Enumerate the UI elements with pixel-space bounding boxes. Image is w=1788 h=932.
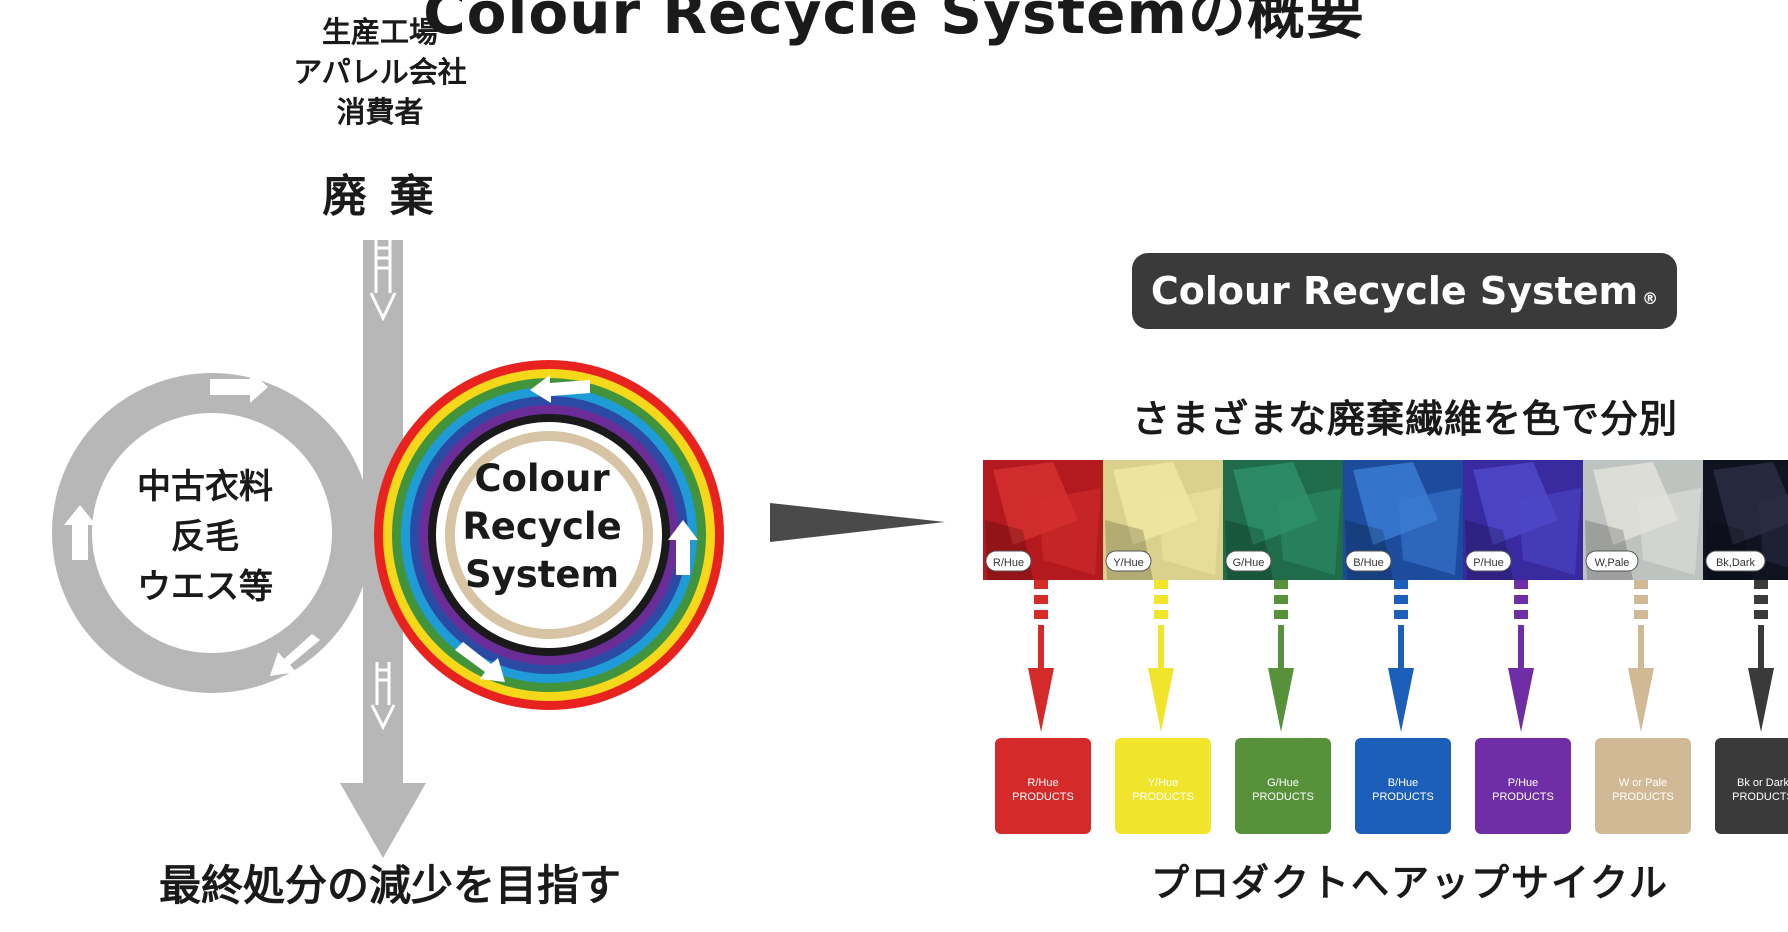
product-label: PRODUCTS: [1252, 791, 1314, 803]
product-label: G/Hue: [1267, 777, 1299, 789]
product-box: [1475, 738, 1571, 834]
registered-mark: ®: [1642, 288, 1659, 308]
swatch-tag: [985, 550, 1032, 572]
entry-marker: [369, 240, 397, 322]
sorting-subheading: さまざまな廃棄繊維を色で分別: [1131, 397, 1678, 441]
waste-sources: 生産工場 アパレル会社 消費者: [270, 12, 490, 132]
source-factory: 生産工場: [321, 15, 438, 49]
right-bottom-caption: プロダクトへアップサイクル: [1150, 861, 1670, 905]
product-box: [1715, 738, 1788, 834]
swatch-tag: [1225, 550, 1272, 572]
used-label-line-1: 中古衣料: [137, 467, 273, 507]
sort-arrow: [1388, 580, 1414, 732]
sort-arrow: [1748, 580, 1774, 732]
brand-badge: Colour Recycle System®: [1132, 253, 1677, 329]
crs-loop-arrows: [455, 375, 698, 682]
brand-name: Colour Recycle System: [1150, 269, 1639, 313]
exit-marker: [370, 662, 396, 731]
source-consumer: 消費者: [336, 95, 424, 129]
product-box: [1115, 738, 1211, 834]
pointer-arrow: [770, 503, 945, 542]
swatch-tag: [1585, 550, 1639, 572]
page-title: Colour Recycle Systemの概要: [423, 0, 1365, 47]
used-label-line-2: 反毛: [171, 517, 239, 557]
swatch-tag: [1465, 550, 1512, 572]
product-label: R/Hue: [1027, 777, 1058, 789]
product-label: W or Pale: [1619, 777, 1667, 789]
swatch-tag-label: B/Hue: [1353, 557, 1384, 569]
source-apparel: アパレル会社: [293, 55, 467, 89]
swatch-tag-label: R/Hue: [993, 557, 1024, 569]
crs-label-line-1: Colour: [474, 457, 610, 500]
product-box: [1235, 738, 1331, 834]
flow-arrowhead: [340, 783, 426, 858]
left-bottom-caption: 最終処分の減少を目指す: [158, 861, 621, 910]
used-clothing-label: 中古衣料 反毛 ウエス等: [115, 462, 295, 612]
product-label: PRODUCTS: [1012, 791, 1074, 803]
crs-label-line-3: System: [464, 553, 620, 596]
swatch-tag: [1345, 550, 1392, 572]
used-label-line-3: ウエス等: [137, 567, 273, 607]
product-label: Y/Hue: [1148, 777, 1179, 789]
swatch-tag: [1105, 550, 1152, 572]
used-loop-arrows: [64, 371, 320, 676]
crs-loop-ring: [374, 360, 724, 710]
sort-arrow: [1508, 580, 1534, 732]
product-label: P/Hue: [1508, 777, 1539, 789]
swatch-tag: [1705, 550, 1766, 572]
product-box: [1355, 738, 1451, 834]
product-label: PRODUCTS: [1612, 791, 1674, 803]
swatch-tag-label: W,Pale: [1595, 557, 1630, 569]
swatch-tag-label: Bk,Dark: [1716, 557, 1756, 569]
swatch-tag-label: P/Hue: [1473, 557, 1504, 569]
sort-arrow: [1268, 580, 1294, 732]
fabric-swatch: [983, 460, 1103, 580]
product-label: PRODUCTS: [1132, 791, 1194, 803]
sort-arrow: [1148, 580, 1174, 732]
crs-label-line-2: Recycle: [462, 505, 622, 548]
product-label: PRODUCTS: [1732, 791, 1788, 803]
swatch-tag-label: G/Hue: [1233, 557, 1265, 569]
swatch-tag-label: Y/Hue: [1113, 557, 1144, 569]
product-label: PRODUCTS: [1492, 791, 1554, 803]
product-label: Bk or Dark: [1737, 777, 1788, 789]
product-box: [995, 738, 1091, 834]
sort-arrow: [1628, 580, 1654, 732]
fabric-swatch: [1463, 460, 1583, 580]
product-box: [1595, 738, 1691, 834]
product-label: B/Hue: [1388, 777, 1419, 789]
sort-arrow: [1028, 580, 1054, 732]
crs-loop-label: Colour Recycle System: [447, 455, 637, 599]
product-label: PRODUCTS: [1372, 791, 1434, 803]
waste-label: 廃 棄: [322, 171, 438, 222]
